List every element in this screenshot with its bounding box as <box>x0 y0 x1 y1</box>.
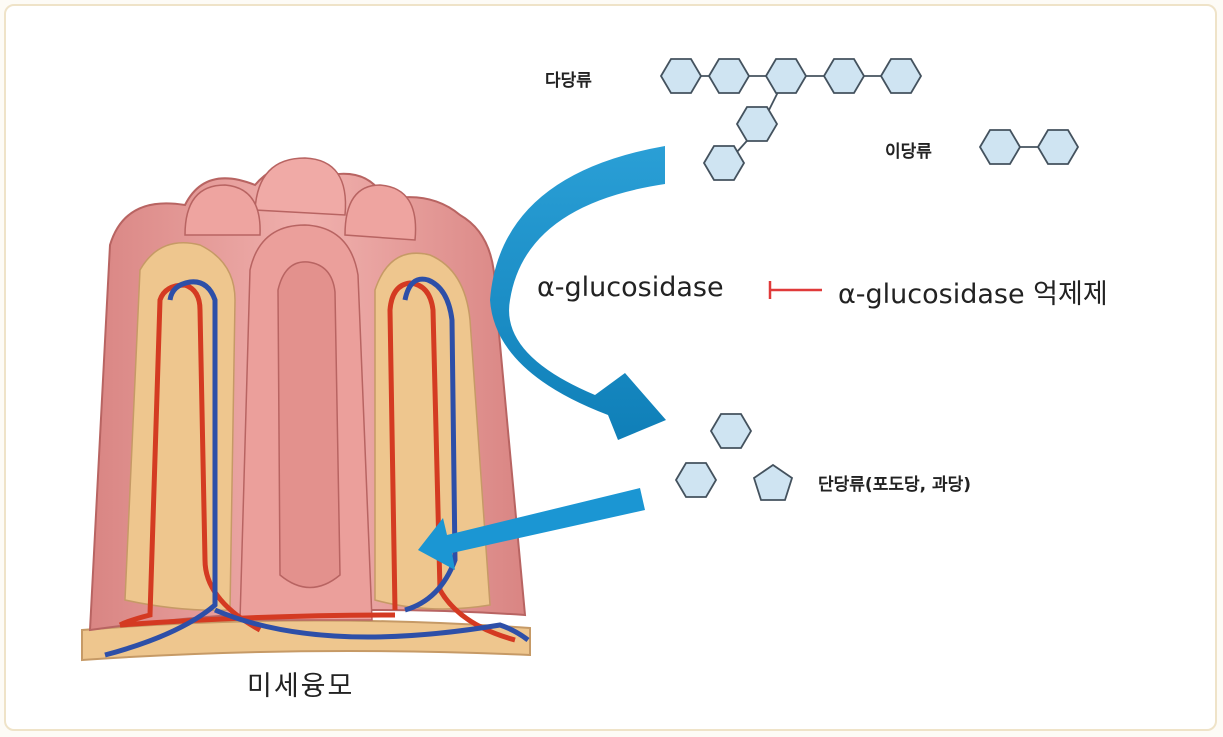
hexagon-icon <box>674 462 718 498</box>
hexagon-icon <box>702 145 746 181</box>
pentagon-icon <box>752 463 794 501</box>
artery-base <box>119 612 396 628</box>
villus-left-bump <box>184 184 261 236</box>
villus-label: 미세융모 <box>247 671 355 702</box>
vein-left <box>104 279 218 658</box>
villus-illustration <box>81 157 531 662</box>
inhibitor-label: α-glucosidase 억제제 <box>838 279 1108 310</box>
hexagon-icon <box>709 413 753 449</box>
enzyme-label: α-glucosidase <box>537 272 724 303</box>
hexagon-icon <box>978 129 1022 165</box>
hexagon-icon <box>822 58 866 94</box>
villus-center-groove <box>277 261 341 589</box>
hexagon-icon <box>735 106 779 142</box>
absorption-arrow-icon <box>418 488 645 570</box>
villus-base <box>81 619 531 662</box>
monosaccharide-molecules <box>674 413 794 501</box>
villus-right-bump <box>344 184 417 241</box>
disaccharide-label: 이당류 <box>885 142 932 162</box>
inhibition-icon <box>768 281 822 299</box>
vein-base <box>214 607 530 642</box>
hexagon-icon <box>879 58 923 94</box>
polysaccharide-label: 다당류 <box>545 71 592 91</box>
villus-left-tissue <box>124 242 236 612</box>
villus-top-bump <box>254 157 347 216</box>
curved-arrow-icon <box>490 146 666 440</box>
monosaccharide-label: 단당류(포도당, 과당) <box>818 475 972 495</box>
villus-right-tissue <box>374 252 491 610</box>
vein-right <box>402 276 458 613</box>
hexagon-icon <box>764 58 808 94</box>
disaccharide-molecule <box>978 129 1080 165</box>
hexagon-icon <box>659 58 703 94</box>
hexagon-icon <box>707 58 751 94</box>
arrows <box>418 146 666 570</box>
polysaccharide-molecule <box>659 58 923 181</box>
artery-right <box>387 280 516 643</box>
hexagon-icon <box>1036 129 1080 165</box>
